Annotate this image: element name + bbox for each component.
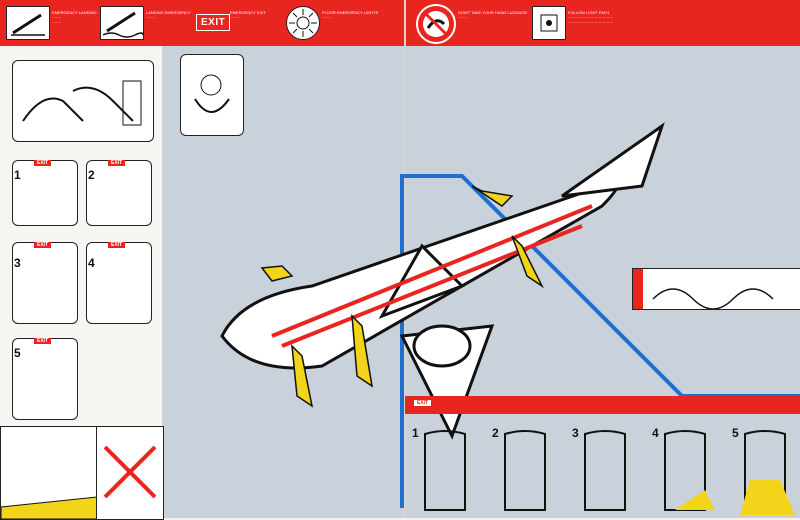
- no-luggage-icon: [416, 4, 456, 44]
- caption-6: FOLLOW LIGHT PATH·······················…: [568, 10, 614, 25]
- caption-1: EMERGENCY LANDING··············: [52, 10, 97, 25]
- door-step-5-exit-tag: EXIT: [34, 338, 52, 344]
- brace-position-icon: [22, 80, 142, 126]
- light-path-icon: [532, 6, 566, 40]
- exit-sign: EXIT: [196, 14, 231, 31]
- door-step-3: [12, 242, 78, 324]
- caption-3: EMERGENCY EXIT·······: [230, 10, 266, 20]
- door-step-3-exit-tag: EXIT: [34, 242, 52, 248]
- door-step-4-num: 4: [88, 256, 95, 270]
- door-step-5: [12, 338, 78, 420]
- door-step-1: [12, 160, 78, 226]
- door-step-2: [86, 160, 152, 226]
- caption-4: FLOOR EMERGENCY LIGHTS·······: [322, 10, 379, 20]
- escape-direction-sign: [632, 268, 800, 310]
- caption-2: LANDING EMERGENCY·······: [146, 10, 191, 20]
- door-step-4: [86, 242, 152, 324]
- evacuation-strip: [405, 396, 800, 414]
- evac-step-5-num: 5: [732, 426, 739, 440]
- door-step-2-exit-tag: EXIT: [108, 160, 126, 166]
- door-step-2-num: 2: [88, 168, 95, 182]
- evac-step-2-num: 2: [492, 426, 499, 440]
- head-down-panel: [180, 54, 244, 136]
- slide-jump-panel: [0, 426, 98, 520]
- evacuation-exit-tag: EXIT: [414, 400, 432, 406]
- door-step-5-num: 5: [14, 346, 21, 360]
- floor-lights-icon: [286, 6, 320, 40]
- evac-step-1-num: 1: [412, 426, 419, 440]
- brace-landing-icon: [6, 6, 50, 40]
- door-step-1-exit-tag: EXIT: [34, 160, 52, 166]
- door-step-1-num: 1: [14, 168, 21, 182]
- evac-step-4-num: 4: [652, 426, 659, 440]
- evac-step-3-num: 3: [572, 426, 579, 440]
- caption-5: DON'T TAKE YOUR HAND LUGGAGE·······: [458, 10, 528, 20]
- no-heels-panel: [96, 426, 164, 520]
- airplane-diagram: [220, 122, 800, 508]
- door-step-4-exit-tag: EXIT: [108, 242, 126, 248]
- brace-position-panel: [12, 60, 154, 142]
- evacuation-steps: [424, 430, 795, 515]
- landing-water-icon: [100, 6, 144, 40]
- door-step-3-num: 3: [14, 256, 21, 270]
